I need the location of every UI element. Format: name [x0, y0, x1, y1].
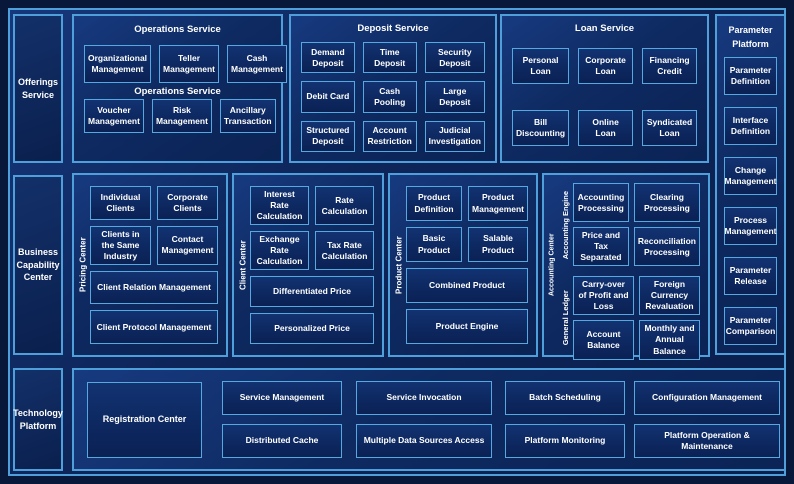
parameter-platform-panel: Parameter Platform Parameter Definition …	[715, 14, 786, 355]
business-capability-center-label: Business Capability Center	[13, 175, 63, 355]
node-exchange-rate-calculation: Exchange Rate Calculation	[250, 231, 309, 271]
node-large-deposit: Large Deposit	[424, 81, 485, 113]
node-accounting-processing: Accounting Processing	[573, 183, 629, 223]
deposit-service-panel: Deposit Service Demand Deposit Time Depo…	[289, 14, 497, 163]
node-corporate-loan: Corporate Loan	[578, 48, 634, 84]
parameter-platform-title: Parameter Platform	[728, 25, 773, 49]
node-differentiated-price: Differentiated Price	[250, 276, 374, 308]
node-clients-in-the-same-industry: Clients in the Same Industry	[90, 225, 151, 265]
loan-service-panel: Loan Service Personal Loan Corporate Loa…	[500, 14, 709, 163]
node-batch-scheduling: Batch Scheduling	[505, 381, 625, 415]
node-corporate-clients: Corporate Clients	[157, 186, 218, 220]
accounting-engine-label: Accounting Engine	[561, 190, 570, 259]
node-service-management: Service Management	[222, 381, 342, 415]
node-time-deposit: Time Deposit	[362, 42, 417, 74]
client-center-panel: Client Center Interest Rate Calculation …	[232, 173, 384, 357]
node-personal-loan: Personal Loan	[512, 48, 570, 84]
node-configuration-management: Configuration Management	[634, 381, 780, 415]
node-multiple-data-sources-access: Multiple Data Sources Access	[356, 424, 492, 458]
client-center-label: Client Center	[238, 240, 248, 290]
accounting-center-label: Accounting Center	[548, 233, 556, 297]
node-service-invocation: Service Invocation	[356, 381, 492, 415]
node-tax-rate-calculation: Tax Rate Calculation	[315, 231, 374, 271]
accounting-center-panel: Accounting Center Accounting Engine Acco…	[542, 173, 710, 360]
node-bill-discounting: Bill Discounting	[512, 110, 570, 146]
node-interface-definition: Interface Definition	[724, 107, 777, 145]
node-change-management: Change Management	[724, 157, 777, 195]
node-product-definition: Product Definition	[406, 186, 463, 221]
node-registration-center: Registration Center	[87, 381, 202, 458]
node-distributed-cache: Distributed Cache	[222, 424, 342, 458]
offerings-service-label: Offerings Service	[13, 14, 63, 163]
node-basic-product: Basic Product	[406, 227, 463, 262]
offerings-service-text: Offerings Service	[18, 76, 59, 100]
technology-platform-text: Technology Platform	[13, 407, 63, 431]
pricing-center-panel: Pricing Center Individual Clients Corpor…	[72, 173, 228, 357]
node-platform-monitoring: Platform Monitoring	[505, 424, 625, 458]
product-center-panel: Product Center Product Definition Produc…	[388, 173, 538, 357]
node-process-management: Process Management	[724, 207, 777, 245]
operations-service-subtitle: Operations Service	[134, 86, 221, 97]
technology-platform-label: Technology Platform	[13, 368, 63, 471]
node-individual-clients: Individual Clients	[90, 186, 151, 220]
loan-service-title: Loan Service	[574, 23, 635, 34]
deposit-service-title: Deposit Service	[357, 23, 429, 34]
node-clearing-processing: Clearing Processing	[633, 183, 700, 223]
node-judicial-investigation: Judicial Investigation	[424, 120, 485, 152]
node-security-deposit: Security Deposit	[424, 42, 485, 74]
node-carry-over-of-profit-and-loss: Carry-over of Profit and Loss	[573, 276, 634, 316]
node-foreign-currency-revaluation: Foreign Currency Revaluation	[639, 276, 700, 316]
product-center-label: Product Center	[394, 236, 404, 294]
node-parameter-comparison: Parameter Comparison	[724, 307, 777, 345]
node-monthly-and-annual-balance: Monthly and Annual Balance	[639, 320, 700, 360]
technology-platform-panel: Registration Center Service Management D…	[72, 368, 786, 471]
general-ledger-group: General Ledger Carry-over of Profit and …	[558, 276, 700, 360]
operations-service-panel: Operations Service Organizational Manage…	[72, 14, 287, 163]
node-syndicated-loan: Syndicated Loan	[642, 110, 697, 146]
node-teller-management: Teller Management	[159, 45, 219, 83]
node-cash-pooling: Cash Pooling	[362, 81, 417, 113]
node-risk-management: Risk Management	[151, 99, 212, 133]
node-voucher-management: Voucher Management	[84, 99, 144, 133]
node-client-relation-management: Client Relation Management	[90, 270, 218, 305]
node-structured-deposit: Structured Deposit	[301, 120, 355, 152]
node-account-restriction: Account Restriction	[362, 120, 417, 152]
node-demand-deposit: Demand Deposit	[301, 42, 355, 74]
node-parameter-definition: Parameter Definition	[724, 57, 777, 95]
node-product-management: Product Management	[468, 186, 528, 221]
node-organizational-management: Organizational Management	[84, 45, 152, 83]
node-parameter-release: Parameter Release	[724, 257, 777, 295]
node-platform-operation-maintenance: Platform Operation & Maintenance	[634, 424, 780, 458]
node-account-balance: Account Balance	[573, 320, 634, 360]
general-ledger-label: General Ledger	[561, 290, 570, 346]
node-online-loan: Online Loan	[578, 110, 634, 146]
node-combined-product: Combined Product	[406, 268, 528, 303]
node-ancillary-transaction: Ancillary Transaction	[219, 99, 276, 133]
node-product-engine: Product Engine	[406, 309, 528, 344]
node-debit-card: Debit Card	[301, 81, 355, 113]
node-price-and-tax-separated: Price and Tax Separated	[573, 227, 629, 267]
node-personalized-price: Personalized Price	[250, 313, 374, 344]
node-client-protocol-management: Client Protocol Management	[90, 310, 218, 344]
node-contact-management: Contact Management	[157, 225, 218, 265]
pricing-center-label: Pricing Center	[78, 237, 88, 293]
operations-service-title: Operations Service	[134, 24, 221, 35]
node-rate-calculation: Rate Calculation	[315, 186, 374, 226]
node-cash-management: Cash Management	[227, 45, 287, 83]
business-capability-center-text: Business Capability Center	[16, 247, 60, 283]
node-salable-product: Salable Product	[468, 227, 528, 262]
node-reconciliation-processing: Reconciliation Processing	[633, 227, 700, 267]
accounting-engine-group: Accounting Engine Accounting Processing …	[558, 183, 700, 267]
node-interest-rate-calculation: Interest Rate Calculation	[250, 186, 309, 226]
node-financing-credit: Financing Credit	[642, 48, 697, 84]
